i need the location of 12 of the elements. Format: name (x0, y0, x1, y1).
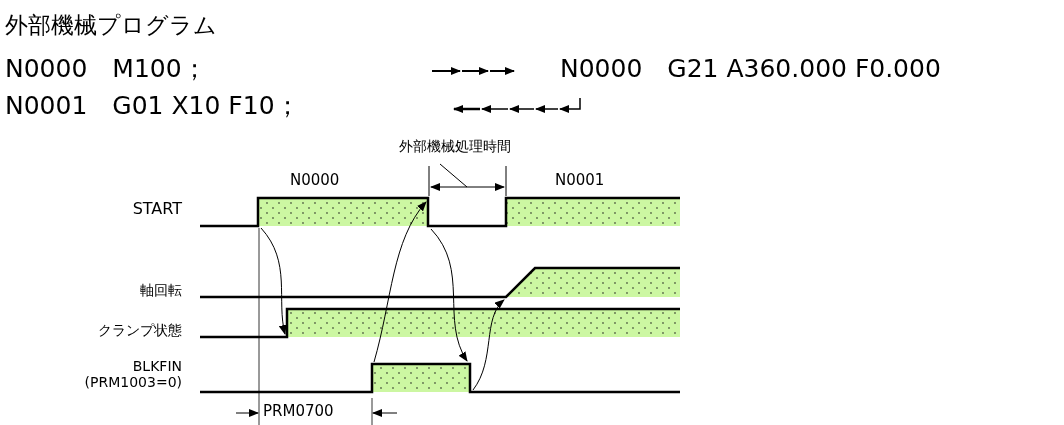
dimension-label: 外部機械処理時間 (399, 138, 511, 155)
block-label: N0000 (290, 172, 340, 190)
signal-name: BLKFIN (PRM1003=0) (84, 358, 182, 391)
program-line: N0000 G21 A360.000 F0.000 (560, 55, 941, 84)
block-label: N0001 (555, 172, 605, 190)
program-line: N0000 M100； (5, 55, 207, 84)
heading: 外部機械プログラム (5, 12, 217, 39)
signal-name: 軸回転 (140, 282, 182, 299)
signal-name: START (132, 200, 182, 219)
signal-name: クランプ状態 (98, 322, 182, 339)
dimension-label: PRM0700 (263, 403, 334, 421)
program-line: N0001 G01 X10 F10； (5, 92, 300, 121)
